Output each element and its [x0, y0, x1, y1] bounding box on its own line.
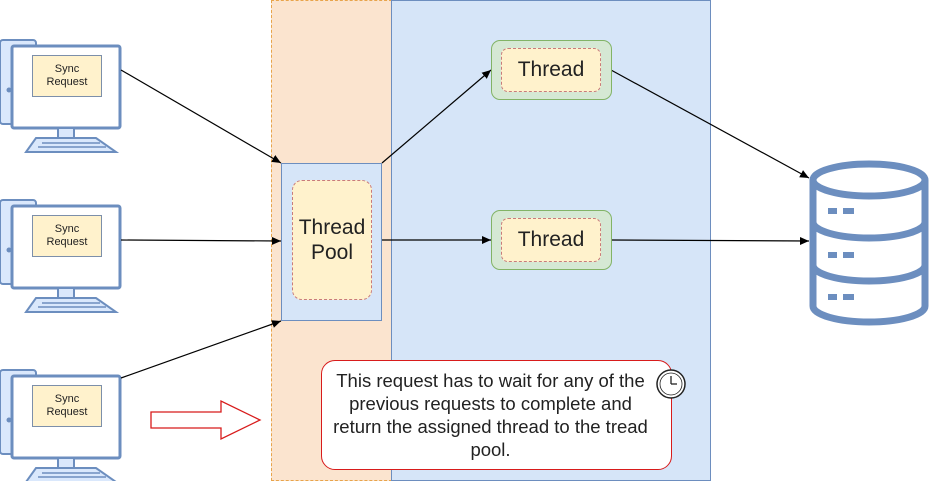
client-label-3: Sync Request: [32, 385, 102, 427]
arrow-client1-to-pool: [120, 69, 282, 164]
arrow-client3-to-pool: [120, 320, 282, 379]
arrow-thread2-to-database: [610, 236, 810, 245]
thread-label-1: Thread: [501, 48, 601, 92]
waiting-note-text: This request has to wait for any of the …: [333, 370, 648, 460]
thread-label-2: Thread: [501, 218, 601, 262]
waiting-note: This request has to wait for any of the …: [321, 360, 672, 470]
arrow-client2-to-pool: [120, 236, 282, 245]
arrow-thread1-to-database: [610, 69, 810, 179]
client-label-1: Sync Request: [32, 55, 102, 97]
thread-pool-label: Thread Pool: [292, 180, 372, 300]
client-label-2: Sync Request: [32, 215, 102, 257]
database-icon: [809, 160, 929, 326]
block-arrow-right-icon: [150, 399, 262, 441]
arrow-pool-to-thread1: [381, 69, 492, 164]
